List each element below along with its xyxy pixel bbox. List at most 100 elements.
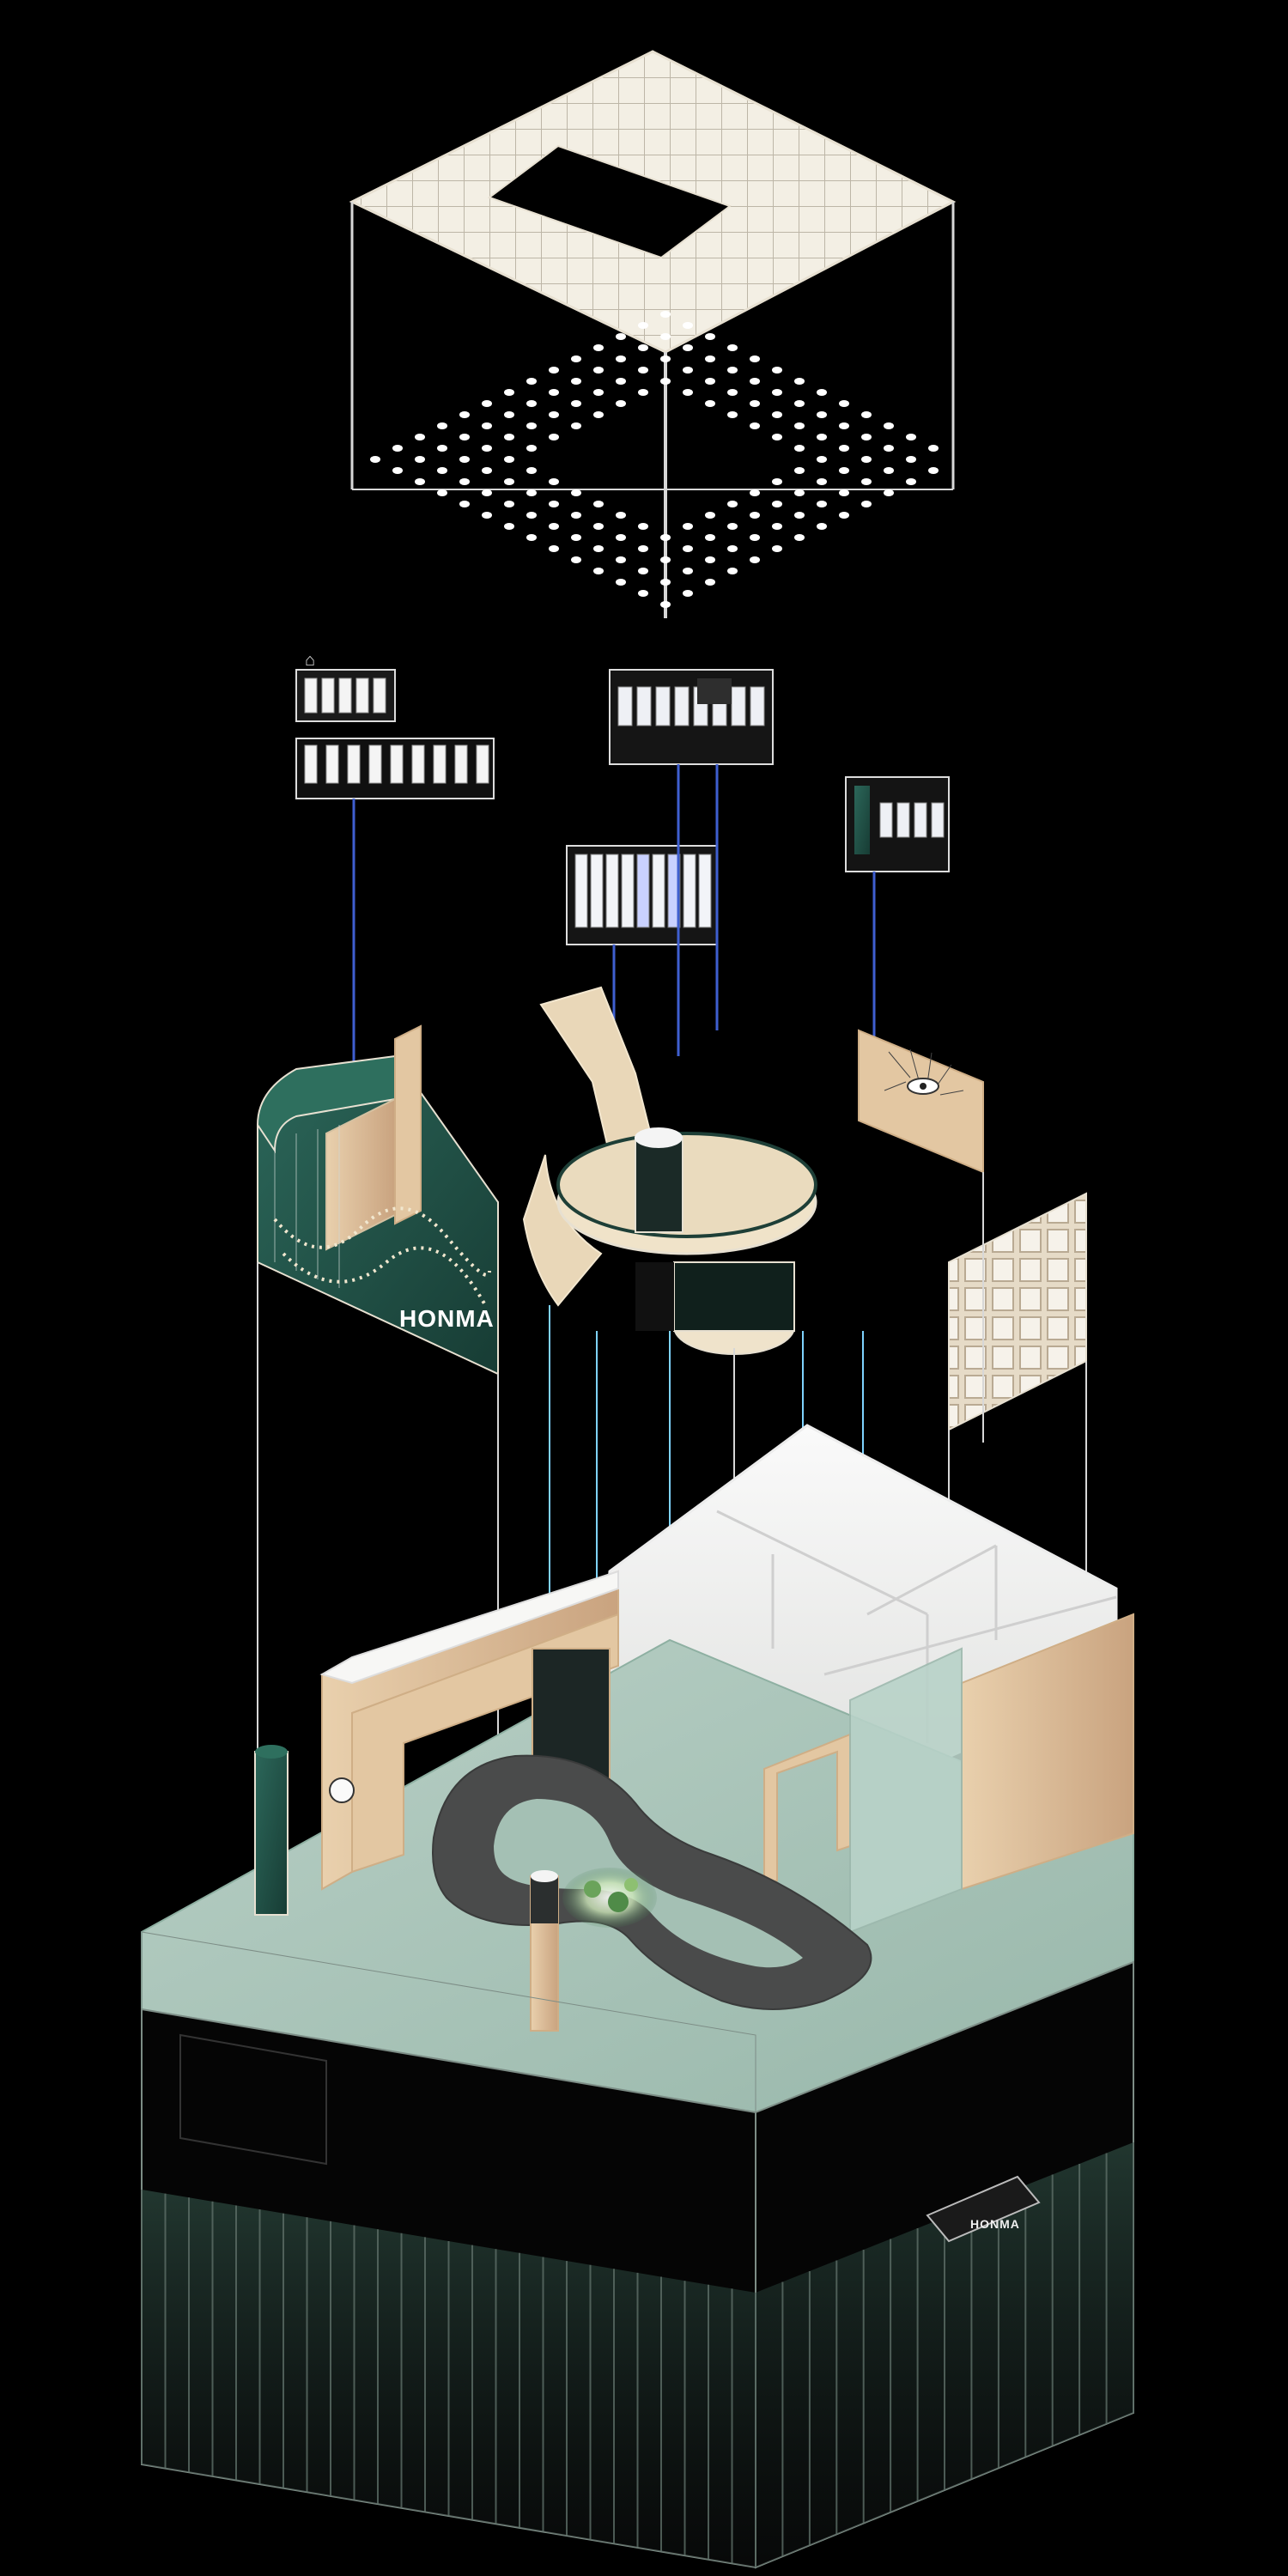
ceiling-light xyxy=(705,333,715,340)
ceiling-light xyxy=(660,579,671,586)
ceiling-light xyxy=(571,400,581,407)
base-brand-logo: HONMA xyxy=(970,2217,1020,2231)
ceiling-light xyxy=(638,590,648,597)
ceiling-light xyxy=(772,523,782,530)
ceiling-opening xyxy=(487,144,732,259)
eye-display-panel xyxy=(858,1029,984,1174)
ceiling-light xyxy=(549,434,559,440)
ceiling-light xyxy=(616,333,626,340)
ceiling-light xyxy=(549,478,559,485)
ceiling-light xyxy=(750,489,760,496)
ceiling-light xyxy=(794,378,805,385)
ceiling-light xyxy=(370,456,380,463)
ceiling-light xyxy=(437,489,447,496)
ceiling-light xyxy=(861,501,872,507)
ceiling-light xyxy=(660,333,671,340)
spiral-staircase xyxy=(522,986,817,1355)
ceiling-light xyxy=(772,367,782,374)
ceiling-light xyxy=(616,378,626,385)
ceiling-light xyxy=(593,568,604,574)
ceiling-light xyxy=(884,489,894,496)
ceiling-light xyxy=(593,523,604,530)
ceiling-light xyxy=(571,556,581,563)
ceiling-light xyxy=(571,355,581,362)
ceiling-light xyxy=(683,344,693,351)
ceiling-light xyxy=(526,445,537,452)
ceiling-light xyxy=(571,378,581,385)
ceiling-light xyxy=(504,411,514,418)
ceiling-light xyxy=(526,489,537,496)
ceiling-light xyxy=(504,501,514,507)
ceiling-light xyxy=(928,467,939,474)
ceiling-light xyxy=(839,445,849,452)
ceiling-light xyxy=(861,411,872,418)
ceiling-light xyxy=(906,434,916,440)
ceiling-light xyxy=(727,389,738,396)
ceiling-light xyxy=(884,467,894,474)
ceiling-light xyxy=(817,456,827,463)
ceiling-light xyxy=(549,523,559,530)
ceiling-light xyxy=(526,400,537,407)
ceiling-light xyxy=(593,501,604,507)
ceiling-light xyxy=(660,378,671,385)
ceiling-light xyxy=(459,434,470,440)
ceiling-light xyxy=(482,467,492,474)
ceiling-light xyxy=(526,467,537,474)
ceiling-light xyxy=(616,534,626,541)
ceiling-light xyxy=(638,568,648,574)
ceiling-light xyxy=(705,512,715,519)
ceiling-light xyxy=(772,501,782,507)
ceiling-light xyxy=(727,367,738,374)
ceiling-light xyxy=(839,400,849,407)
ceiling-light xyxy=(504,478,514,485)
ceiling-light xyxy=(794,400,805,407)
ceiling-light xyxy=(861,434,872,440)
ceiling-light xyxy=(817,411,827,418)
ceiling-light xyxy=(772,434,782,440)
ceiling-light xyxy=(459,478,470,485)
ceiling-light xyxy=(571,512,581,519)
ceiling-light xyxy=(616,556,626,563)
ceiling-light xyxy=(705,355,715,362)
ceiling-light xyxy=(794,467,805,474)
ceiling-light xyxy=(861,478,872,485)
ceiling-light xyxy=(593,411,604,418)
ceiling-light xyxy=(392,467,403,474)
ceiling-light xyxy=(616,512,626,519)
ceiling-light xyxy=(705,556,715,563)
ceiling-light xyxy=(660,311,671,318)
ceiling-light xyxy=(705,579,715,586)
ceiling-light xyxy=(571,489,581,496)
ceiling-light xyxy=(817,523,827,530)
hanger-rack-center-lower xyxy=(566,845,718,945)
ceiling-grid-layer xyxy=(349,50,957,618)
ceiling-light xyxy=(794,489,805,496)
ceiling-light xyxy=(727,523,738,530)
ceiling-light xyxy=(750,512,760,519)
hanger-icon: ⌂ xyxy=(305,651,315,670)
ceiling-light xyxy=(504,434,514,440)
ceiling-light xyxy=(549,545,559,552)
ceiling-light xyxy=(906,478,916,485)
ceiling-light xyxy=(817,389,827,396)
ceiling-light xyxy=(683,523,693,530)
ceiling-light xyxy=(772,545,782,552)
ceiling-light xyxy=(660,534,671,541)
ceiling-light xyxy=(504,389,514,396)
ceiling-light xyxy=(549,367,559,374)
ceiling-light xyxy=(683,568,693,574)
brand-logo: HONMA xyxy=(399,1305,495,1332)
ceiling-light xyxy=(794,512,805,519)
ceiling-light xyxy=(750,422,760,429)
ceiling-light xyxy=(593,344,604,351)
ceiling-light xyxy=(526,512,537,519)
ceiling-light xyxy=(392,445,403,452)
ceiling-light xyxy=(683,545,693,552)
hanger-rack-center xyxy=(609,669,774,765)
ceiling-light xyxy=(437,445,447,452)
green-column xyxy=(254,1751,289,1916)
ceiling-light xyxy=(437,422,447,429)
ceiling-light xyxy=(415,478,425,485)
ceiling-light xyxy=(861,456,872,463)
